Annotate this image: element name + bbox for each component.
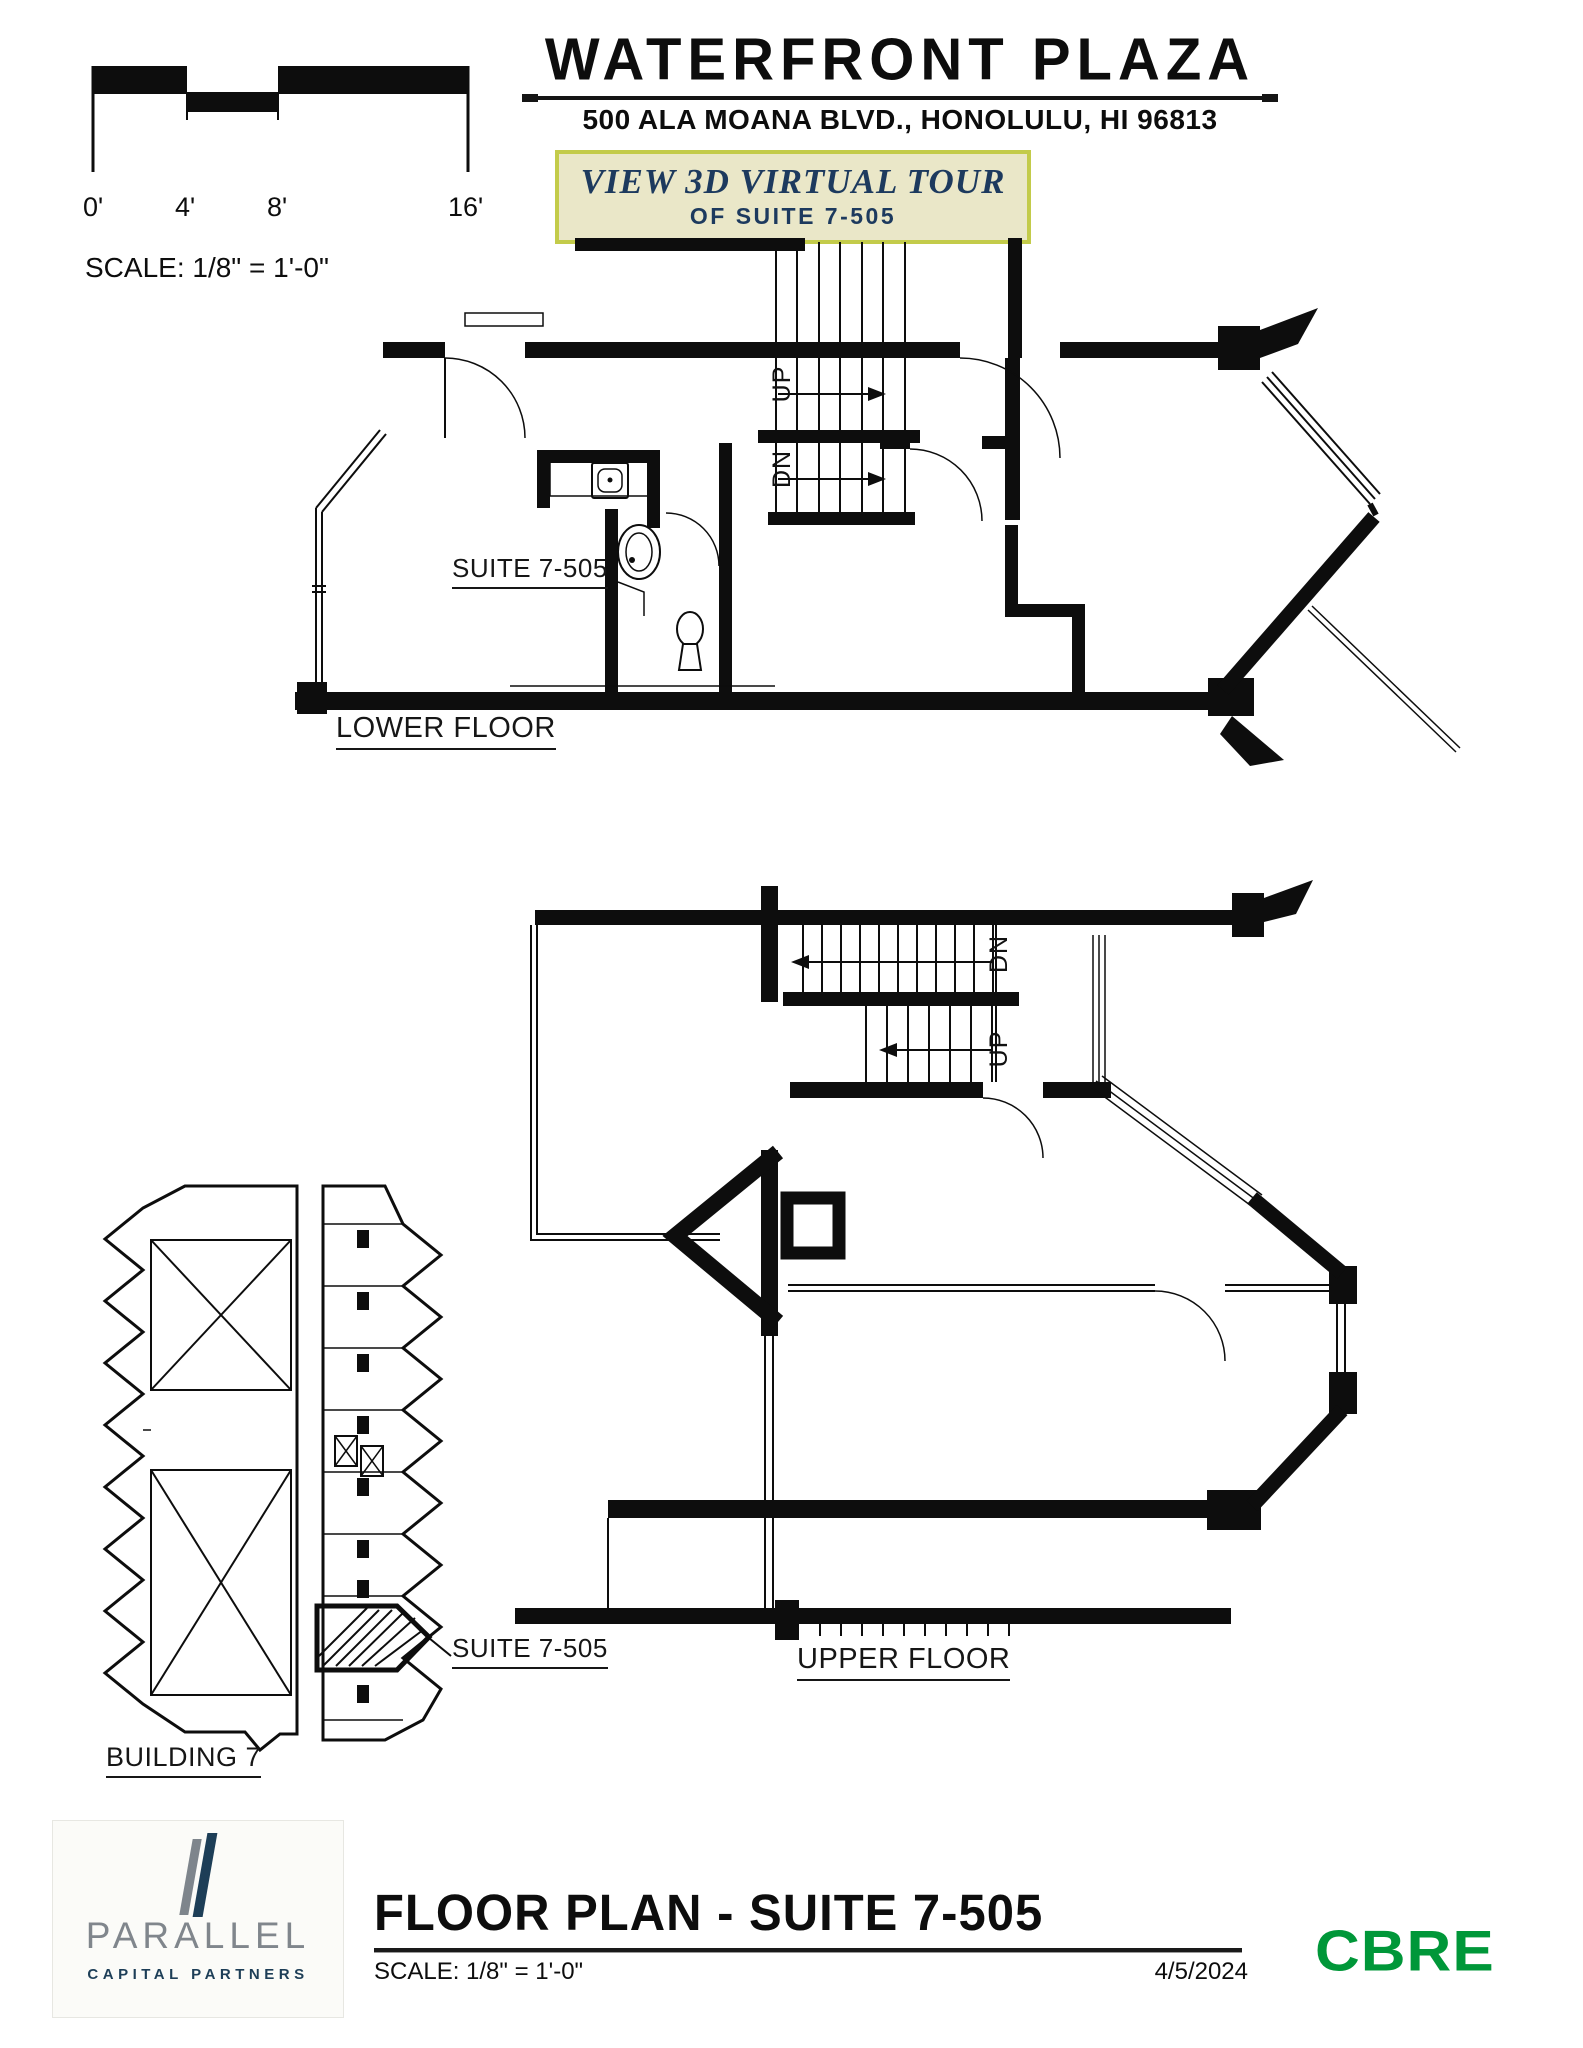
upper-dn-label: DN bbox=[984, 934, 1013, 974]
parallel-logo-name: PARALLEL bbox=[85, 1915, 311, 1956]
upper-angled-wall-bottom bbox=[1246, 1404, 1348, 1512]
upper-angled-wall-top bbox=[1247, 1192, 1347, 1279]
scale-tick-16: 16' bbox=[448, 192, 484, 222]
parallel-logo-icon bbox=[53, 1821, 343, 1917]
lower-up-label: UP bbox=[767, 365, 796, 403]
parallel-logo-tagline: CAPITAL PARTNERS bbox=[87, 1966, 309, 1983]
lower-linework bbox=[312, 312, 1461, 753]
virtual-tour-button-line2: OF SUITE 7-505 bbox=[689, 203, 897, 229]
key-suite-highlight bbox=[314, 1603, 433, 1673]
key-right-wing bbox=[321, 1184, 444, 1742]
key-suite-leader-line bbox=[428, 1637, 452, 1657]
upper-shaft-box bbox=[780, 1191, 846, 1260]
lower-floor-label: LOWER FLOOR bbox=[336, 712, 556, 750]
upper-arrows bbox=[791, 955, 897, 1057]
footer-date: 4/5/2024 bbox=[1154, 1958, 1248, 1985]
lower-dn-label: DN bbox=[767, 449, 796, 489]
upper-chevron-wall bbox=[662, 1145, 784, 1329]
upper-up-label: UP bbox=[984, 1030, 1013, 1068]
virtual-tour-button[interactable]: VIEW 3D VIRTUAL TOUR OF SUITE 7-505 bbox=[555, 150, 1031, 244]
upper-floor-label: UPPER FLOOR bbox=[797, 1643, 1011, 1681]
footer-rule bbox=[374, 1948, 1242, 1953]
scale-bar-graphic bbox=[91, 66, 470, 172]
page-title: WATERFRONT PLAZA bbox=[544, 26, 1256, 93]
parallel-logo: PARALLEL CAPITAL PARTNERS bbox=[52, 1820, 344, 2018]
footer-scale-text: SCALE: 1/8" = 1'-0" bbox=[374, 1958, 584, 1985]
lower-stair-treads-upper bbox=[775, 242, 906, 342]
lower-floor-plan-drawing bbox=[295, 238, 1461, 766]
scale-bar: 0' 4' 8' 16' SCALE: 1/8" = 1'-0" bbox=[83, 60, 505, 310]
address: 500 ALA MOANA BLVD., HONOLULU, HI 96813 bbox=[582, 104, 1218, 135]
building-key-plan bbox=[102, 1184, 452, 1753]
title-underline bbox=[522, 94, 1278, 102]
cbre-logo: CBRE bbox=[1315, 1919, 1495, 1984]
upper-floor-plan-drawing bbox=[515, 880, 1357, 1640]
key-suite-callout: SUITE 7-505 bbox=[452, 1633, 608, 1669]
key-core-blobs bbox=[357, 1230, 369, 1703]
building-label: BUILDING 7 bbox=[106, 1742, 262, 1778]
scale-tick-4: 4' bbox=[175, 192, 196, 222]
lower-suite-label: SUITE 7-505 bbox=[452, 553, 608, 589]
upper-linework bbox=[530, 925, 1346, 1636]
footer-title: FLOOR PLAN - SUITE 7-505 bbox=[374, 1884, 1044, 1942]
key-suite-hatch bbox=[318, 1607, 424, 1667]
scale-tick-8: 8' bbox=[267, 192, 288, 222]
scale-text: SCALE: 1/8" = 1'-0" bbox=[85, 252, 329, 283]
lower-arrows bbox=[607, 387, 886, 563]
lower-walls bbox=[295, 238, 1318, 766]
scale-tick-0: 0' bbox=[83, 192, 104, 222]
key-left-wing bbox=[102, 1184, 299, 1753]
virtual-tour-button-line1: VIEW 3D VIRTUAL TOUR bbox=[580, 162, 1006, 201]
lower-chevron-wall bbox=[1217, 512, 1380, 695]
upper-walls bbox=[515, 880, 1357, 1640]
